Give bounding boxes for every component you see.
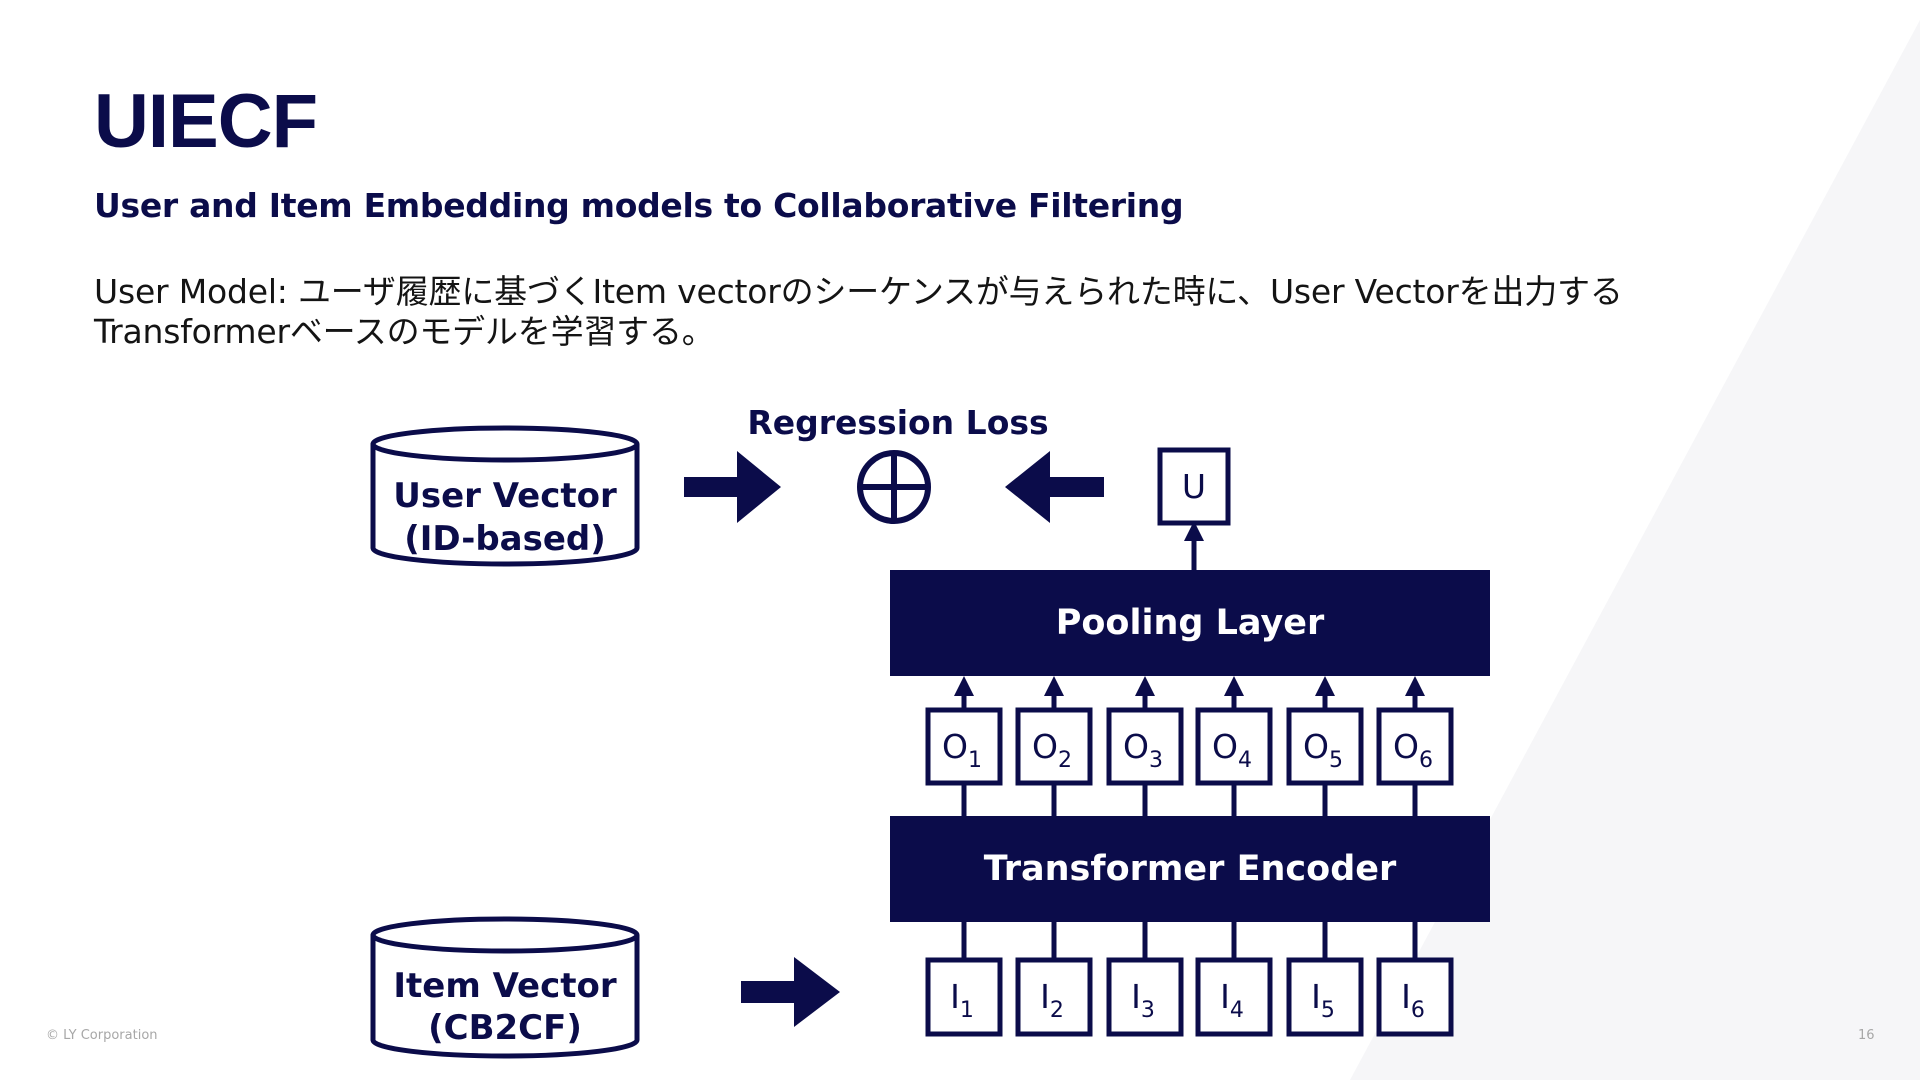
user-vector-label: User Vector (393, 476, 617, 516)
arrow-u-to-loss (1005, 451, 1104, 523)
output-token-label: O5 (1303, 727, 1343, 773)
token-subscript: 2 (1050, 998, 1064, 1023)
output-token-5: O5 (1286, 676, 1364, 816)
slide-description: User Model: ユーザ履歴に基づくItem vectorのシーケンスが与… (94, 272, 1854, 352)
token-box (925, 707, 1003, 786)
token-subscript: 4 (1238, 748, 1252, 773)
transformer-encoder-block: Transformer Encoder (890, 816, 1490, 922)
output-token-label: O1 (942, 727, 982, 773)
token-subscript: 6 (1411, 998, 1425, 1023)
token-base: O (1212, 727, 1238, 766)
token-base: O (1032, 727, 1058, 766)
input-token-2: I2 (1015, 922, 1093, 1037)
item-vector-sublabel: (CB2CF) (428, 1008, 582, 1048)
token-box (1015, 707, 1093, 786)
output-token-2: O2 (1015, 676, 1093, 816)
user-output-label: U (1182, 467, 1206, 506)
token-box (1195, 707, 1273, 786)
token-box (1286, 957, 1364, 1037)
input-token-4: I4 (1195, 922, 1273, 1037)
user-vector-sublabel: (ID-based) (404, 519, 606, 559)
input-token-label: I5 (1311, 977, 1335, 1023)
token-box (1106, 957, 1184, 1037)
token-subscript: 3 (1141, 998, 1155, 1023)
input-token-label: I1 (950, 977, 974, 1023)
arrow-item-to-inputs (741, 957, 840, 1027)
token-subscript: 6 (1419, 748, 1433, 773)
token-subscript: 2 (1058, 748, 1072, 773)
token-subscript: 5 (1329, 748, 1343, 773)
arrow-user-to-loss (684, 451, 781, 523)
slide-title: UIECF (94, 79, 318, 164)
token-box (1376, 707, 1454, 786)
transformer-encoder-label: Transformer Encoder (984, 849, 1397, 889)
output-token-4: O4 (1195, 676, 1273, 816)
input-token-6: I6 (1376, 922, 1454, 1037)
input-token-1: I1 (925, 922, 1003, 1037)
output-token-label: O6 (1393, 727, 1433, 773)
footer-copyright: © LY Corporation (46, 1028, 158, 1043)
token-box (1376, 957, 1454, 1037)
user-output-box: U (1157, 447, 1231, 526)
input-token-3: I3 (1106, 922, 1184, 1037)
output-token-3: O3 (1106, 676, 1184, 816)
input-token-label: I2 (1040, 977, 1064, 1023)
pooling-layer-label: Pooling Layer (1056, 603, 1325, 643)
output-token-label: O4 (1212, 727, 1252, 773)
token-base: I (1220, 977, 1230, 1016)
output-token-label: O3 (1123, 727, 1163, 773)
output-token-1: O1 (925, 676, 1003, 816)
token-subscript: 5 (1321, 998, 1335, 1023)
plus-circle-icon (857, 450, 931, 524)
token-box (1286, 707, 1364, 786)
token-base: O (1393, 727, 1419, 766)
input-token-label: I4 (1220, 977, 1244, 1023)
token-base: O (1123, 727, 1149, 766)
token-subscript: 1 (968, 748, 982, 773)
description-line-1: User Model: ユーザ履歴に基づくItem vectorのシーケンスが与… (94, 272, 1623, 311)
regression-loss-label: Regression Loss (747, 403, 1048, 442)
pooling-layer-block: Pooling Layer (890, 570, 1490, 676)
input-token-label: I6 (1401, 977, 1425, 1023)
token-subscript: 1 (960, 998, 974, 1023)
token-base: I (1311, 977, 1321, 1016)
token-box (1106, 707, 1184, 786)
input-token-label: I3 (1131, 977, 1155, 1023)
token-box (925, 957, 1003, 1037)
token-subscript: 4 (1230, 998, 1244, 1023)
description-line-2: Transformerベースのモデルを学習する。 (94, 312, 715, 351)
item-vector-label: Item Vector (393, 966, 617, 1006)
token-subscript: 3 (1149, 748, 1163, 773)
token-base: I (950, 977, 960, 1016)
token-base: O (942, 727, 968, 766)
output-token-6: O6 (1376, 676, 1454, 816)
page-number: 16 (1858, 1028, 1875, 1043)
token-base: O (1303, 727, 1329, 766)
slide-subtitle: User and Item Embedding models to Collab… (94, 186, 1184, 225)
token-base: I (1401, 977, 1411, 1016)
token-box (1195, 957, 1273, 1037)
token-box (1015, 957, 1093, 1037)
token-base: I (1131, 977, 1141, 1016)
output-token-label: O2 (1032, 727, 1072, 773)
input-token-5: I5 (1286, 922, 1364, 1037)
item-vector-cylinder: Item Vector (CB2CF) (370, 916, 640, 1059)
token-base: I (1040, 977, 1050, 1016)
user-vector-cylinder: User Vector (ID-based) (370, 425, 640, 567)
